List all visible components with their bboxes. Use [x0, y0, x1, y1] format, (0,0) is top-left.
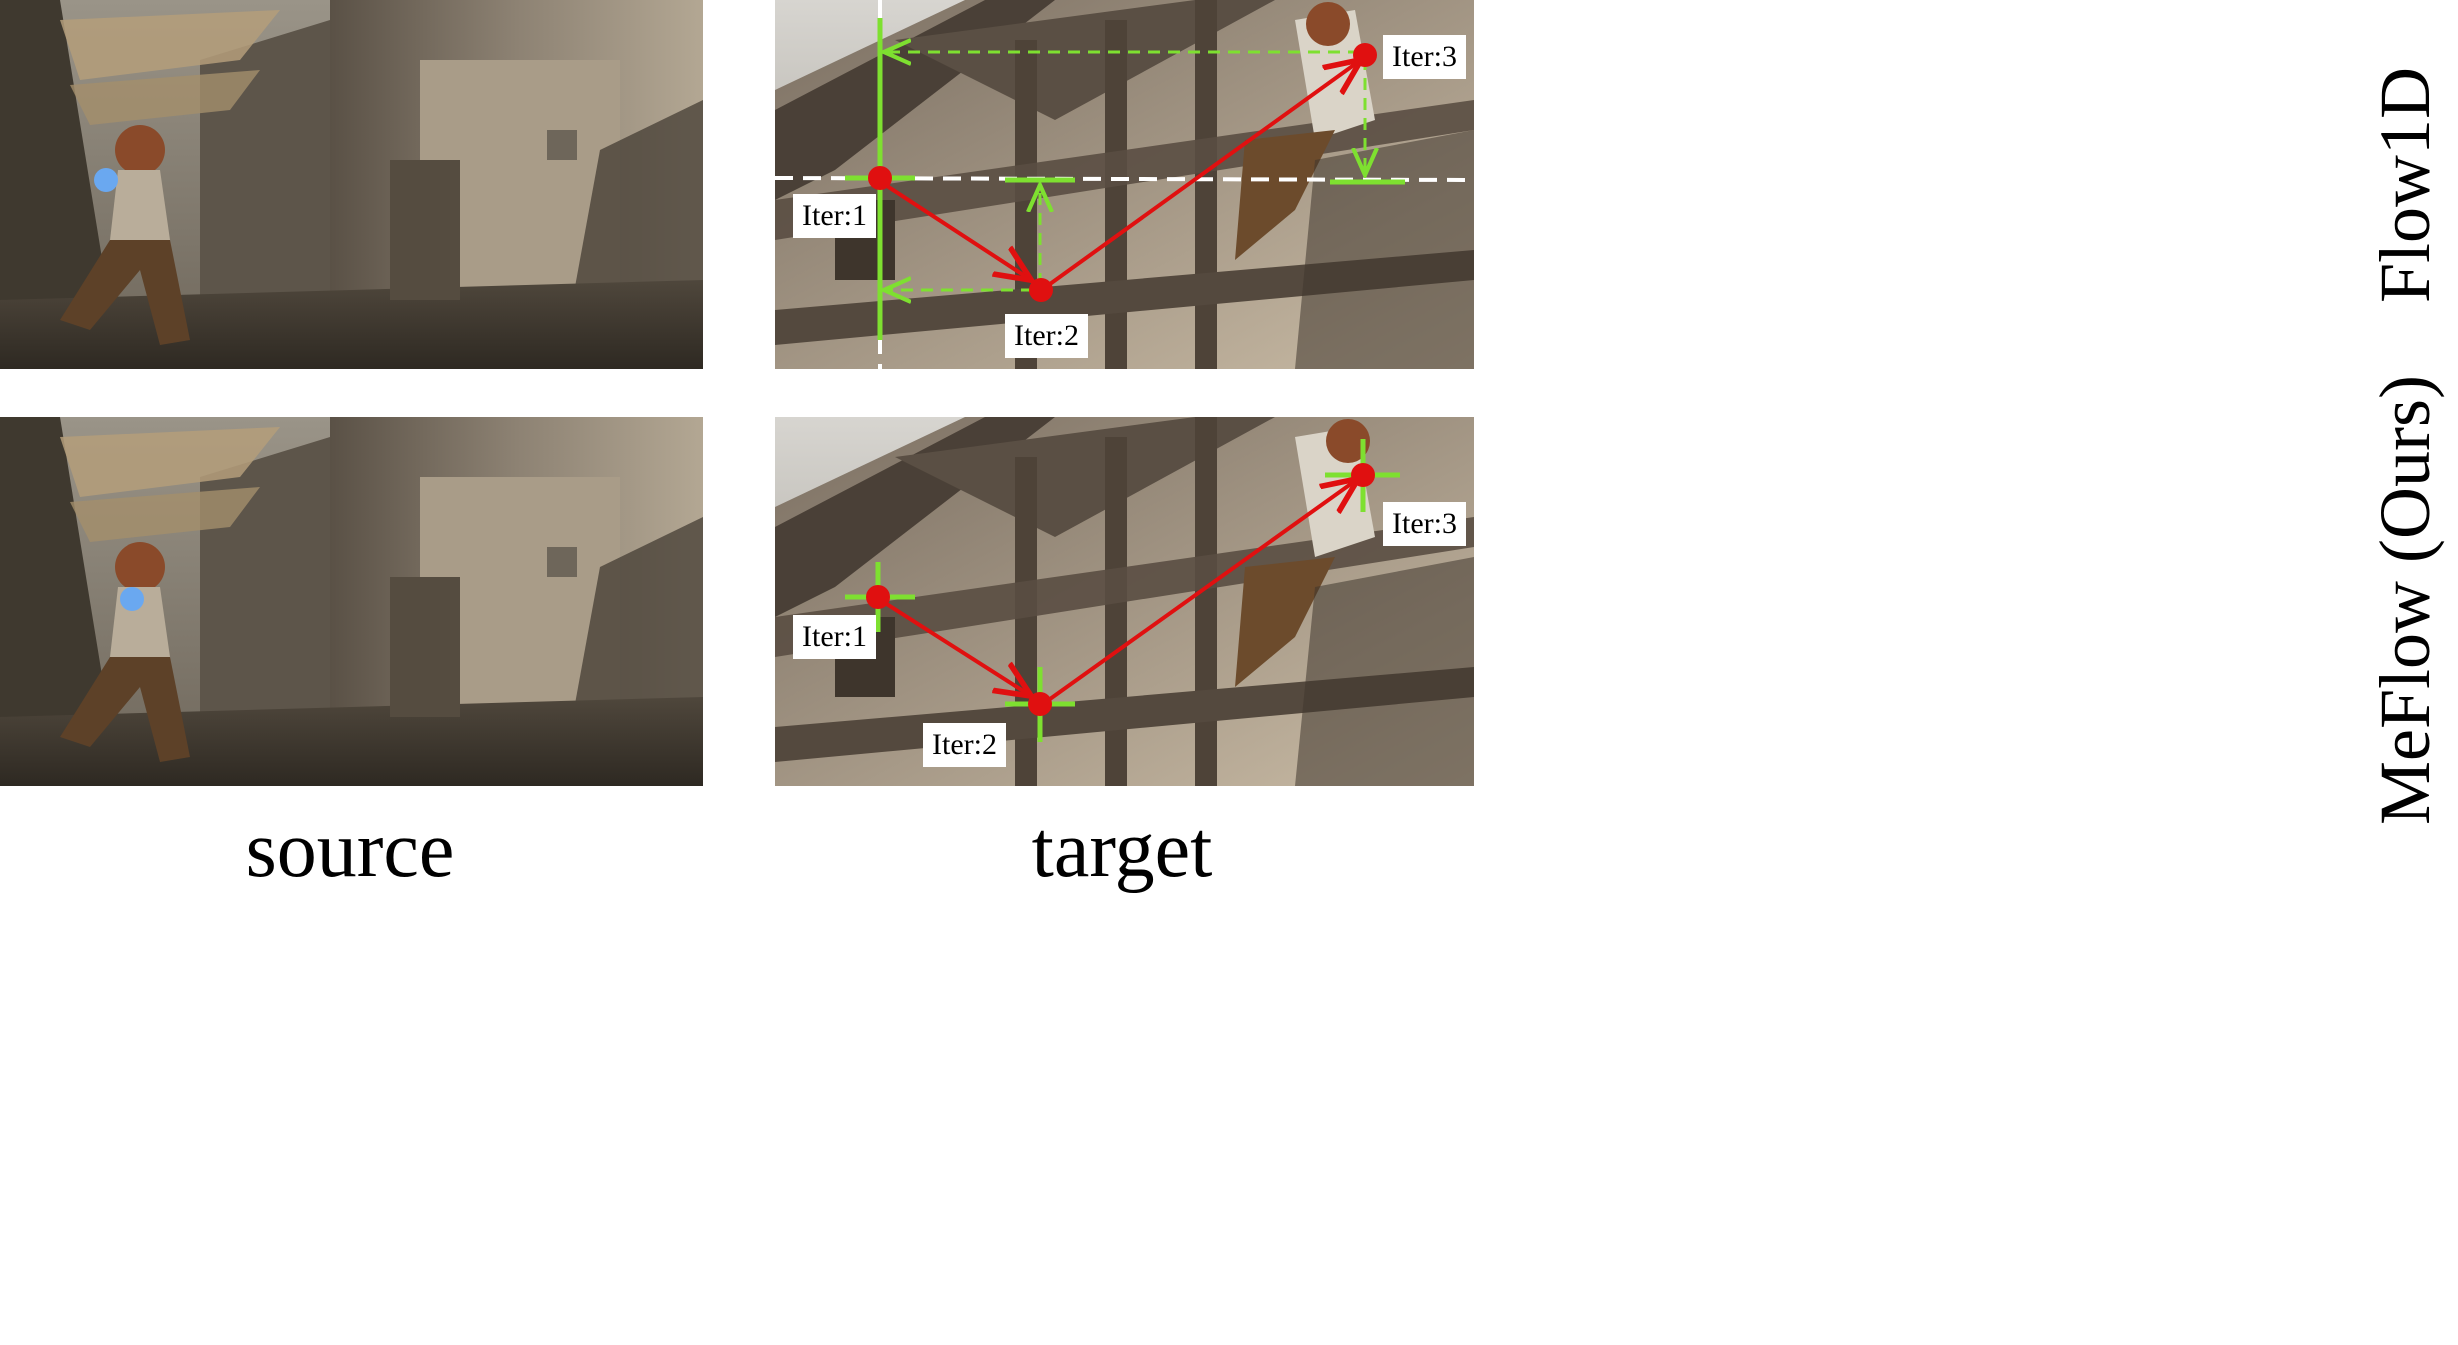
source-scene — [0, 0, 703, 369]
iter-point-1 — [866, 585, 890, 609]
iter-label-3: Iter:3 — [1383, 502, 1466, 546]
iter-point-1 — [868, 166, 892, 190]
target-scene — [775, 417, 1474, 786]
flow1d-overlay — [775, 0, 1474, 369]
iter-point-2 — [1028, 692, 1052, 716]
source-image-flow1d — [0, 0, 703, 369]
column-label-target: target — [1031, 806, 1213, 894]
source-scene — [0, 417, 703, 786]
iter-label-2: Iter:2 — [923, 723, 1006, 767]
source-query-overlay — [94, 168, 118, 192]
iter-label-1: Iter:1 — [793, 194, 876, 238]
iter-point-2 — [1029, 278, 1053, 302]
target-image-meflow: Iter:1 Iter:2 Iter:3 — [775, 417, 1474, 786]
source-image-meflow — [0, 417, 703, 786]
column-label-source: source — [245, 806, 455, 894]
query-point — [94, 168, 118, 192]
path-arrow-2-3 — [1048, 62, 1358, 286]
iter-point-3 — [1351, 463, 1375, 487]
path-arrow-2-3 — [1048, 481, 1355, 701]
source-query-overlay — [120, 587, 144, 611]
iter-point-3 — [1353, 43, 1377, 67]
meflow-overlay — [845, 439, 1400, 742]
row-label-meflow: MeFlow (Ours) — [2365, 375, 2445, 825]
query-point — [120, 587, 144, 611]
target-image-flow1d: Iter:1 Iter:2 Iter:3 — [775, 0, 1474, 369]
path-arrow-1-2 — [885, 184, 1028, 278]
path-arrow-1-2 — [883, 601, 1028, 694]
iter-label-3: Iter:3 — [1383, 35, 1466, 79]
iter-label-1: Iter:1 — [793, 615, 876, 659]
iter-label-2: Iter:2 — [1005, 314, 1088, 358]
